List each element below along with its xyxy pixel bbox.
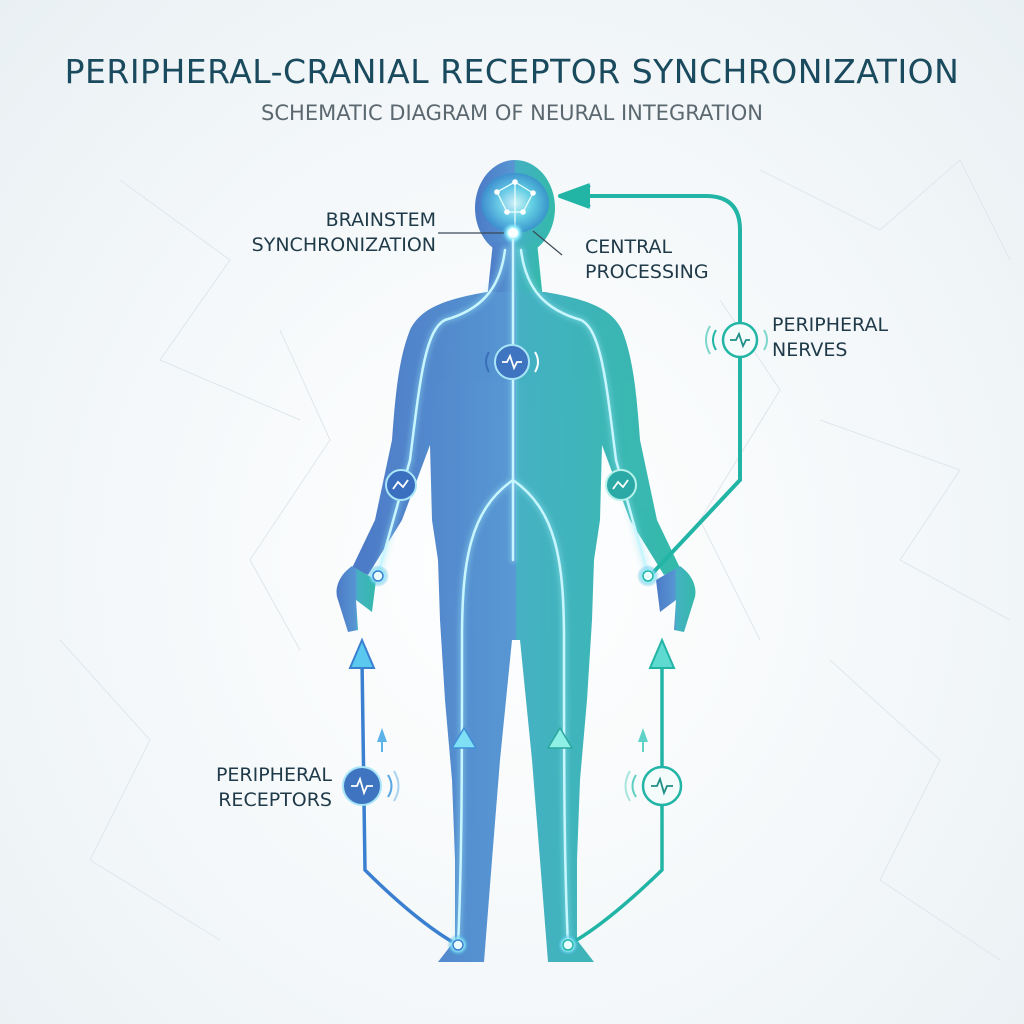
central-processing-label: CENTRAL PROCESSING <box>585 235 709 285</box>
peripheral-nerves-label: PERIPHERAL NERVES <box>772 313 888 363</box>
nerves-label-line1: PERIPHERAL <box>772 314 889 336</box>
receptors-label-line2: RECEPTORS <box>218 789 332 811</box>
waveform-icon <box>385 469 417 501</box>
waveform-icon <box>485 344 539 380</box>
brainstem-label-line1: BRAINSTEM <box>325 209 436 231</box>
left-ascending-pathway <box>348 637 459 947</box>
arrow-up-icon <box>450 726 478 749</box>
arrow-up-icon <box>648 637 676 669</box>
signal-wave-icon <box>342 766 400 806</box>
nerves-label-line2: NERVES <box>772 339 848 361</box>
feedback-loop <box>558 183 742 580</box>
right-ascending-pathway <box>567 637 676 947</box>
central-label-line2: PROCESSING <box>585 261 709 283</box>
brainstem-label-line2: SYNCHRONIZATION <box>251 234 436 256</box>
arrow-up-icon <box>348 637 376 669</box>
arrow-up-icon <box>546 726 574 749</box>
diagram-title: PERIPHERAL-CRANIAL RECEPTOR SYNCHRONIZAT… <box>64 52 960 91</box>
diagram-subtitle: SCHEMATIC DIAGRAM OF NEURAL INTEGRATION <box>261 101 763 125</box>
arrow-up-icon <box>638 728 648 742</box>
leader-lines <box>438 230 563 256</box>
receptors-label-line1: PERIPHERAL <box>215 764 332 786</box>
waveform-icon <box>605 469 637 501</box>
central-label-line1: CENTRAL <box>585 236 673 258</box>
signal-wave-icon <box>705 321 768 359</box>
nerve-nodes <box>367 565 659 956</box>
brain-network-icon <box>481 173 549 245</box>
arrow-up-icon <box>377 728 387 742</box>
leg-arrows <box>450 726 574 749</box>
nerve-pathways <box>374 236 652 949</box>
brainstem-label: BRAINSTEM SYNCHRONIZATION <box>246 208 436 258</box>
peripheral-receptors-label: PERIPHERAL RECEPTORS <box>190 763 332 813</box>
signal-wave-icon <box>624 765 683 807</box>
